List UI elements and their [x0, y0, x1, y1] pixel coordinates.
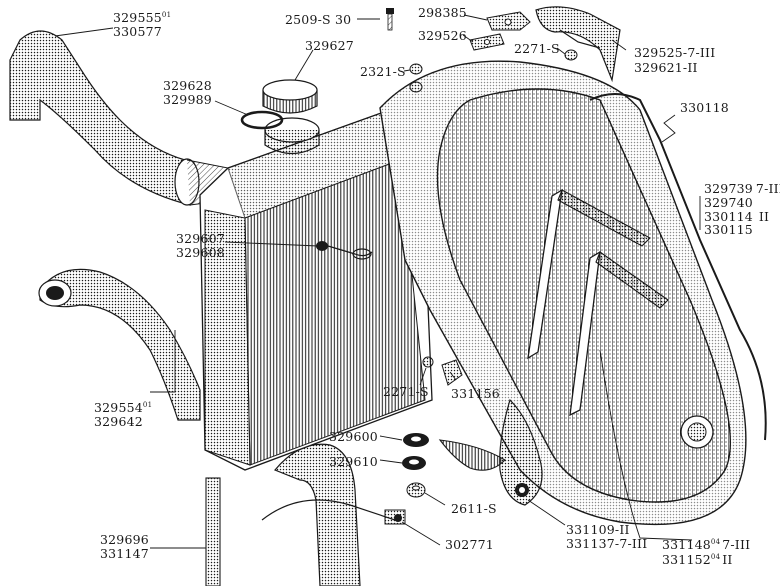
grille-panel-number-4: 330115: [704, 222, 753, 237]
cap-gasket-number-1: 329628: [163, 78, 212, 93]
label-filler-cap: 329627: [305, 38, 354, 53]
bracket-lower: [486, 11, 531, 31]
label-bracket-clip: 329526: [418, 28, 467, 43]
label-cap-gasket: 329628 329989: [163, 78, 212, 107]
washer-b: [402, 456, 426, 470]
clip-mid: [422, 356, 463, 386]
upper-hose-number-1: 32955501: [113, 10, 171, 25]
drain-cock: [316, 241, 373, 260]
label-washer-a: 329600: [329, 429, 378, 444]
label-upper-hose: 32955501 330577: [113, 10, 171, 39]
grille-bars: [527, 188, 714, 449]
drain-cock-number-1: 329607: [176, 231, 225, 246]
upper-hose: [9, 30, 229, 206]
grille-ornament: [438, 398, 543, 506]
lower-hose: [38, 268, 201, 421]
leader-lines: [54, 14, 701, 549]
ornament-top: [535, 6, 621, 83]
label-hose-clamp: 302771: [445, 537, 494, 552]
label-nut-top: 2271-S: [514, 41, 560, 56]
label-drain-cock: 329607 329608: [176, 231, 225, 260]
washer-a: [403, 433, 429, 447]
bracket-clip: [469, 33, 505, 51]
grille-panel-number-2: 329740: [704, 195, 753, 210]
grille-mesh: [436, 88, 732, 503]
nut-small: [409, 63, 423, 93]
label-clip-mid: 331156: [451, 386, 500, 401]
cap-gasket-number-2: 329989: [163, 92, 212, 107]
overflow-tube: [205, 477, 221, 586]
radiator-core: [199, 107, 433, 471]
grille-ornament-number-2: 331137-7-III: [566, 536, 647, 551]
label-screw: 2509-S 30: [285, 12, 351, 27]
label-washer-b: 329610: [329, 454, 378, 469]
label-grille-rod: 330118: [680, 100, 729, 115]
lower-hose-number-2: 329642: [94, 414, 143, 429]
nut-top: [564, 49, 578, 61]
label-nut-mid: 2271-S: [383, 384, 429, 399]
label-nut-bottom: 2611-S: [451, 501, 497, 516]
ornament-top-number-1: 329525-7-III: [634, 45, 715, 60]
lower-hose-number-1: 32955401: [94, 400, 152, 415]
filler-cap: [262, 79, 318, 114]
nut-bottom: [406, 482, 426, 498]
label-overflow-tube: 329696 331147: [100, 532, 149, 561]
grille-ornament-number-1: 331109-II: [566, 522, 630, 537]
overflow-tube-number-1: 329696: [100, 532, 149, 547]
label-grille-ornament: 331109-II 331137-7-III: [566, 522, 647, 551]
hose-clamp: [261, 499, 406, 525]
label-nut-small: 2321-S: [360, 64, 406, 79]
overflow-tube-number-2: 331147: [100, 546, 149, 561]
ornament-top-number-2: 329621-II: [634, 60, 698, 75]
grille-side-rod: [589, 93, 767, 441]
screw: [386, 8, 394, 31]
filler-neck: [264, 117, 320, 155]
upper-hose-number-2: 330577: [113, 24, 162, 39]
label-ornament-top: 329525-7-III 329621-II: [634, 45, 715, 75]
cap-gasket: [240, 110, 284, 130]
label-lower-hose: 32955401 329642: [94, 400, 152, 429]
label-bracket-lower: 298385: [418, 5, 467, 20]
drain-cock-number-2: 329608: [176, 245, 225, 260]
